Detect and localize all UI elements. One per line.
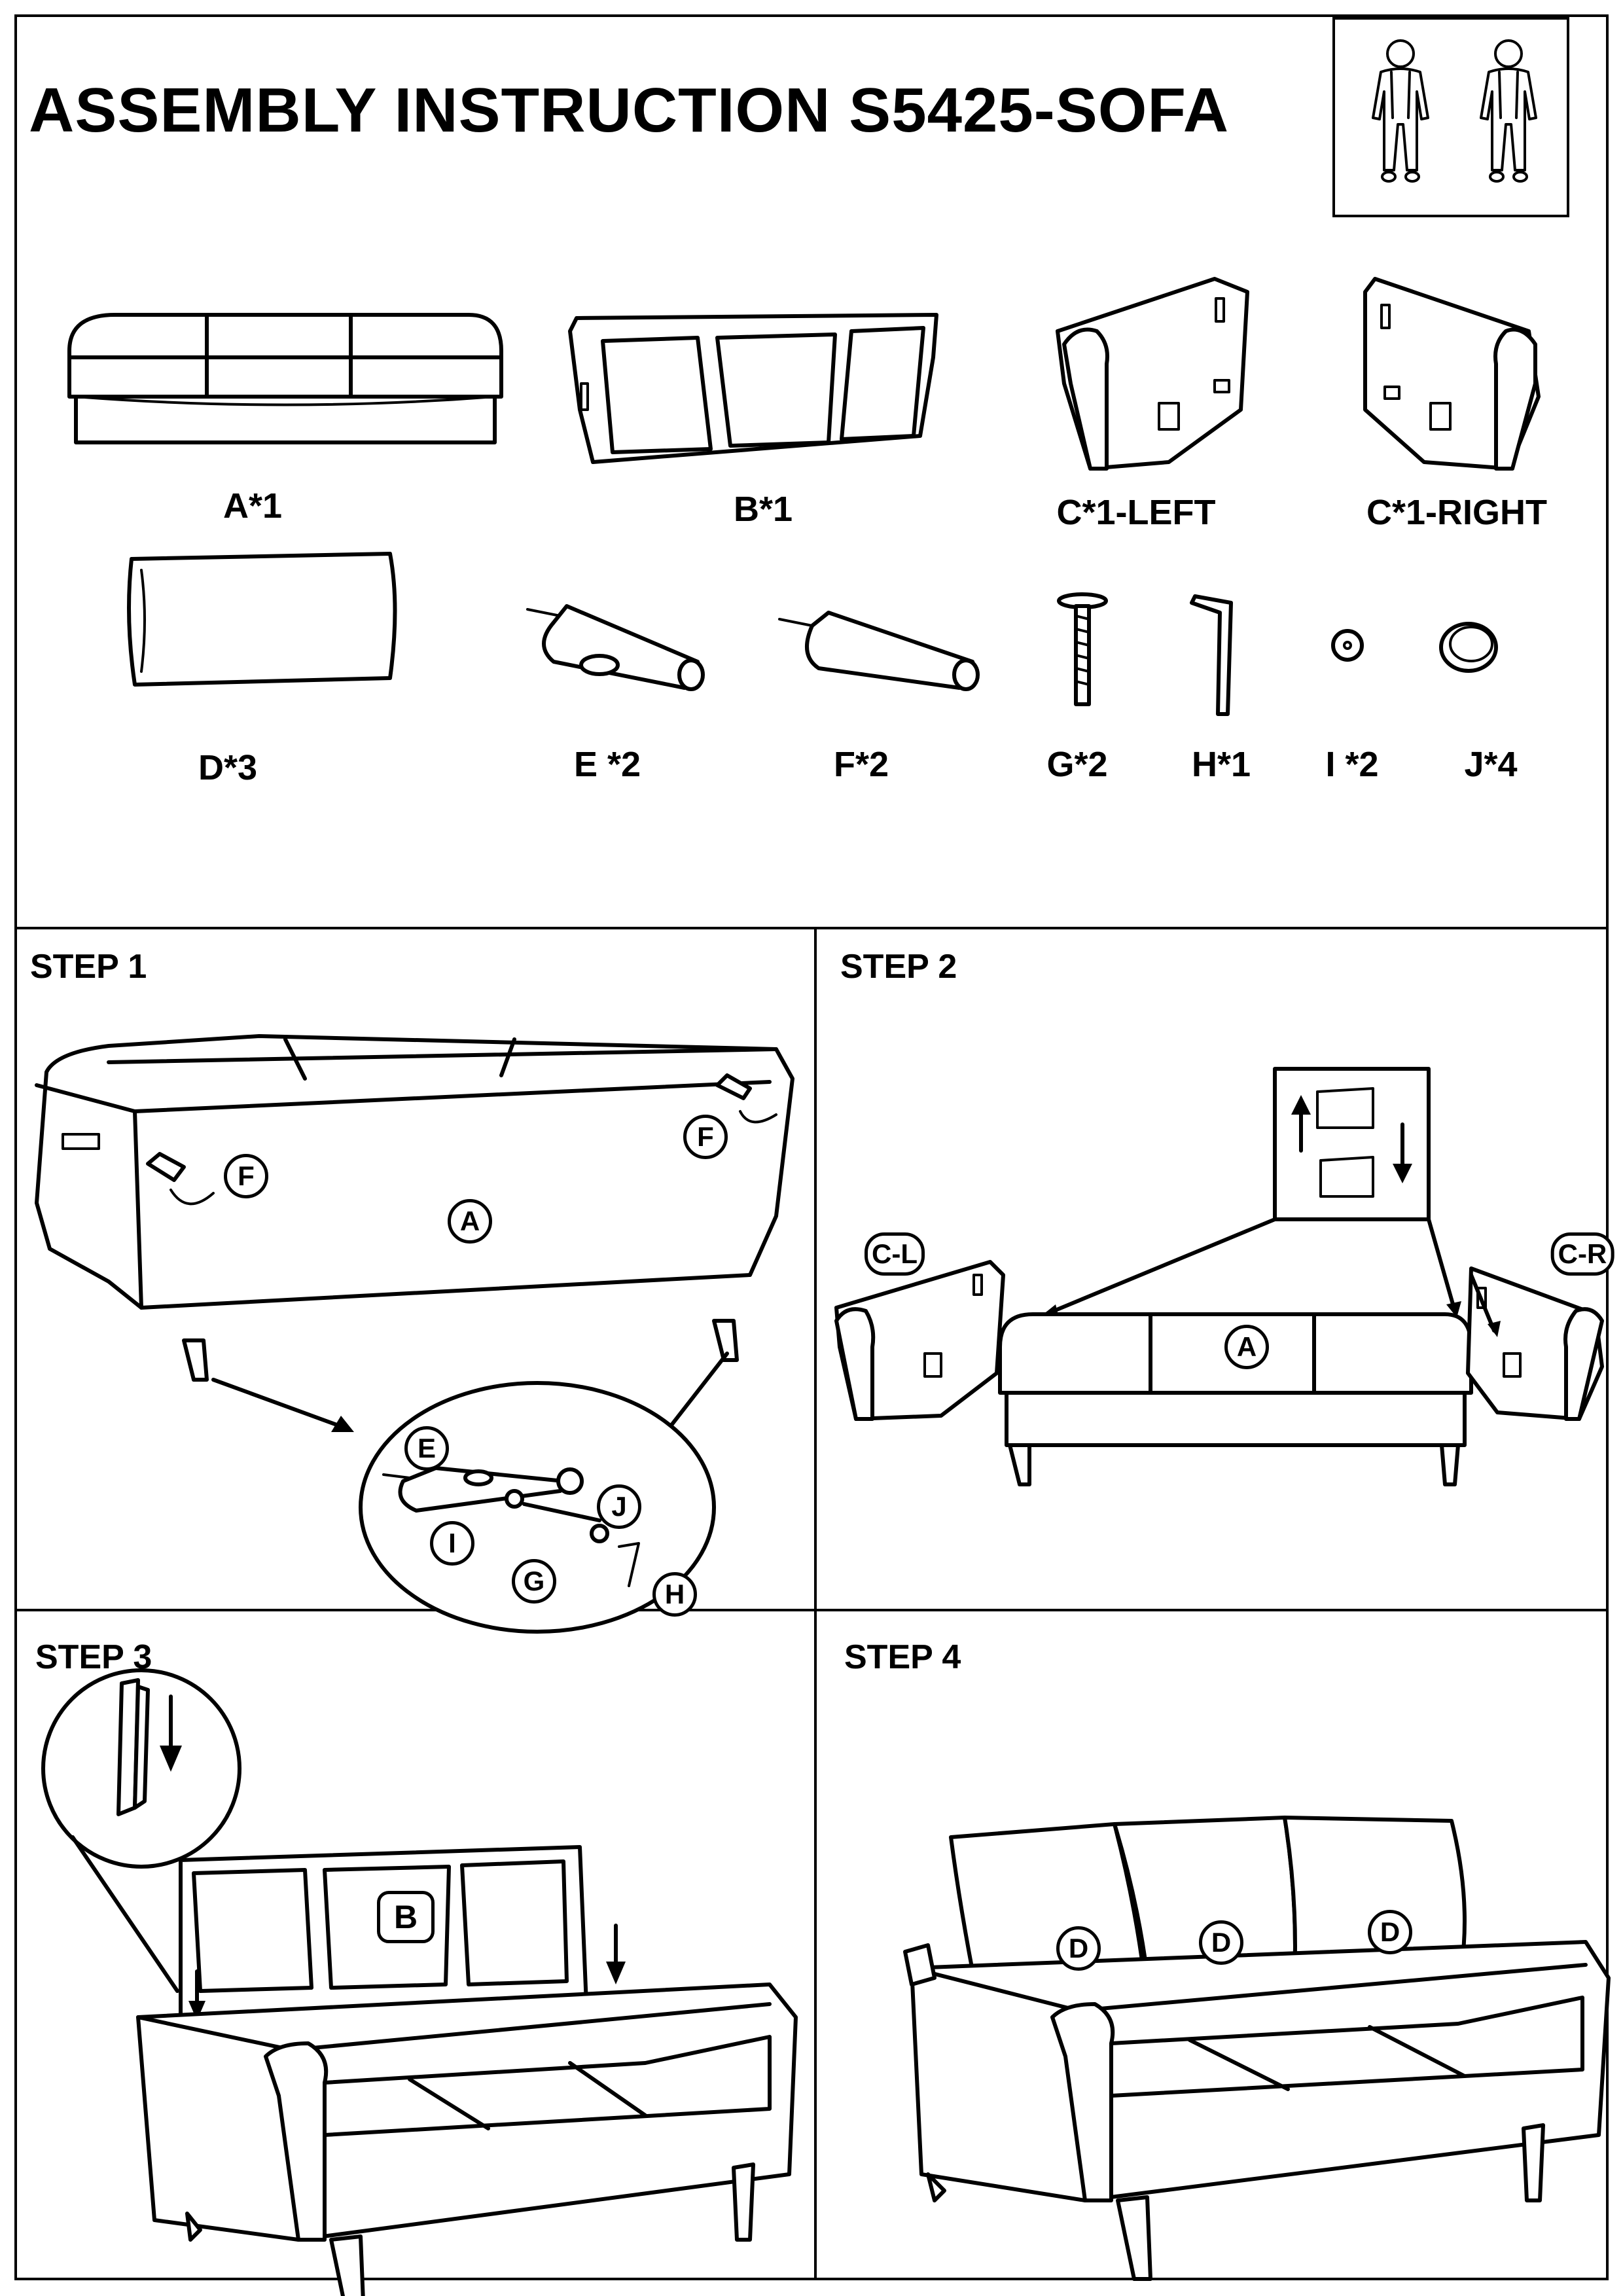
- callout-c-r: C-R: [1550, 1232, 1614, 1276]
- divider: [17, 1609, 1606, 1611]
- divider: [17, 927, 1606, 929]
- part-label-b: B*1: [733, 490, 793, 529]
- callout-f: F: [224, 1154, 268, 1198]
- part-label-e: E *2: [573, 745, 641, 784]
- step-title: STEP 2: [840, 948, 957, 986]
- seat-base-icon: [67, 313, 503, 444]
- callout-j: J: [597, 1484, 641, 1529]
- page-title: ASSEMBLY INSTRUCTION S5425-SOFA: [29, 75, 1230, 145]
- callout-i: I: [430, 1521, 474, 1566]
- washer-icon: [1331, 629, 1364, 662]
- callout-d: D: [1368, 1910, 1412, 1954]
- step-title: STEP 3: [35, 1638, 152, 1676]
- cushion-icon: [127, 552, 397, 687]
- callout-e: E: [404, 1426, 449, 1471]
- part-label-c-right: C*1-RIGHT: [1366, 493, 1548, 532]
- part-label-h: H*1: [1191, 745, 1251, 784]
- cap-icon: [1439, 622, 1498, 673]
- step-1-diagram: [35, 1034, 794, 1634]
- step-2-diagram: [834, 1067, 1604, 1486]
- callout-h: H: [652, 1572, 697, 1617]
- two-person-assembly-icon: [1332, 17, 1569, 217]
- part-label-i: I *2: [1325, 745, 1379, 784]
- allen-key-icon: [1190, 594, 1233, 716]
- step-3-diagram: [41, 1668, 798, 2296]
- callout-d: D: [1199, 1920, 1243, 1965]
- part-label-a: A*1: [223, 486, 283, 526]
- step-4-diagram: [903, 1816, 1611, 2281]
- divider: [814, 928, 817, 2280]
- callout-f: F: [683, 1115, 728, 1159]
- part-label-c-left: C*1-LEFT: [1056, 493, 1216, 532]
- part-label-f: F*2: [833, 745, 889, 784]
- right-armrest-icon: [1363, 277, 1541, 471]
- callout-a: A: [1224, 1325, 1269, 1369]
- part-label-j: J*4: [1464, 745, 1518, 784]
- leg-icon: [778, 611, 980, 691]
- leg-with-hole-icon: [526, 604, 705, 691]
- part-label-g: G*2: [1046, 745, 1108, 784]
- callout-a: A: [448, 1199, 492, 1244]
- backrest-icon: [568, 313, 938, 464]
- callout-d: D: [1056, 1926, 1101, 1971]
- bolt-icon: [1057, 592, 1108, 706]
- instruction-sheet: ASSEMBLY INSTRUCTION S5425-SOFA: [14, 14, 1614, 2296]
- step-title: STEP 4: [844, 1638, 961, 1676]
- parts-illustrations: [67, 277, 1541, 716]
- part-label-d: D*3: [198, 748, 258, 787]
- callout-b: B: [377, 1891, 435, 1943]
- left-armrest-icon: [1056, 277, 1249, 471]
- callout-g: G: [512, 1559, 556, 1604]
- step-title: STEP 1: [30, 948, 147, 986]
- callout-c-l: C-L: [865, 1232, 925, 1276]
